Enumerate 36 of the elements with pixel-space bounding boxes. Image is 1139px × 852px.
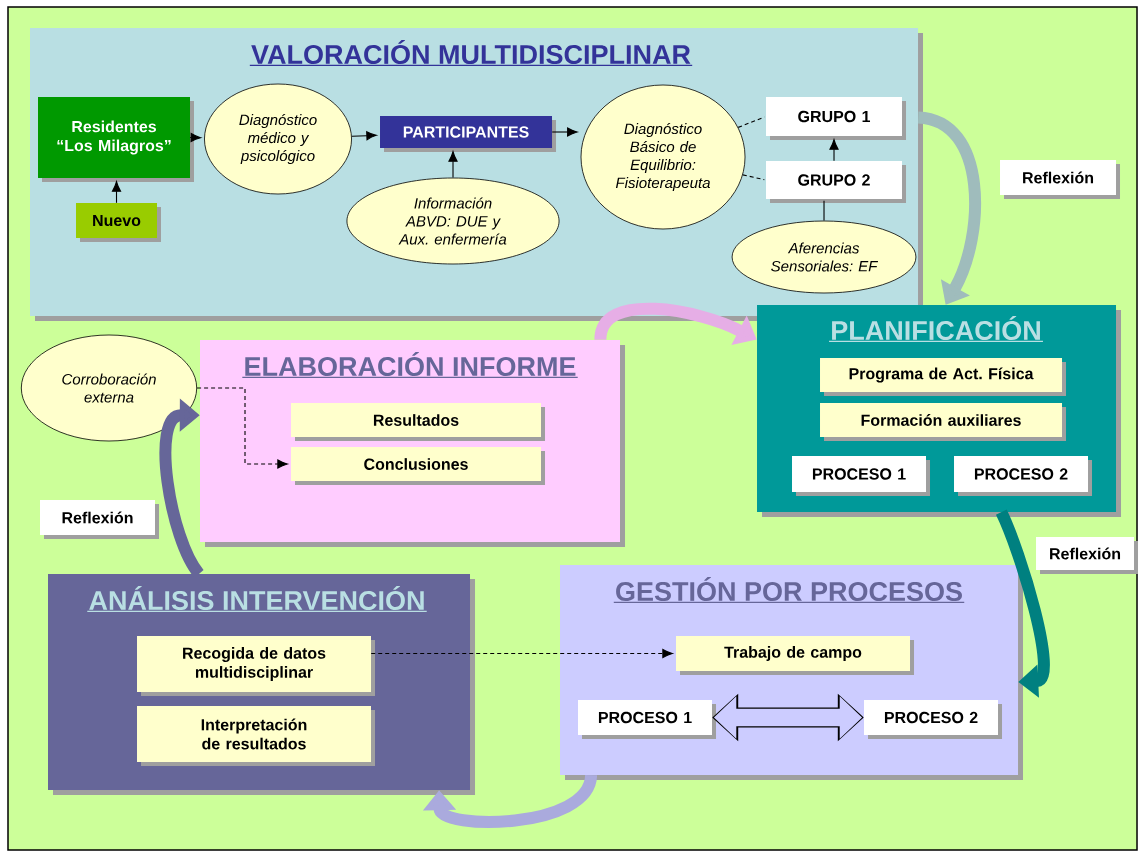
process-box: PROCESO 2 xyxy=(864,700,1002,739)
connector-line xyxy=(823,200,825,222)
label-box: Reflexión xyxy=(40,500,159,539)
arrow xyxy=(111,181,122,204)
dashed-arrow xyxy=(370,648,673,659)
dashed-line xyxy=(737,116,765,128)
process-box: Recogida de datos multidisciplinar xyxy=(137,636,375,696)
process-box: PROCESO 1 xyxy=(792,456,930,496)
process-box: Programa de Act. Física xyxy=(820,358,1066,396)
arrow xyxy=(189,133,202,143)
process-box: Residentes “Los Milagros” xyxy=(38,97,194,182)
process-box: Trabajo de campo xyxy=(676,636,914,675)
oval-bubble: Diagnóstico médico y psicológico xyxy=(204,83,352,195)
process-box: Conclusiones xyxy=(291,447,545,485)
label-box: Reflexión xyxy=(1000,160,1120,199)
process-box: Interpretación de resultados xyxy=(137,706,375,766)
dashed-arrow xyxy=(196,387,288,469)
oval-bubble: Corroboración externa xyxy=(20,334,198,442)
arrow xyxy=(551,127,578,137)
process-box: GRUPO 2 xyxy=(766,161,906,203)
process-box: PARTICIPANTES xyxy=(380,116,556,152)
arrow xyxy=(351,131,377,141)
process-box: Formación auxiliares xyxy=(820,403,1066,441)
oval-bubble: Aferencias Sensoriales: EF xyxy=(731,220,917,294)
oval-bubble: Diagnóstico Básico de Equilibrio: Fisioterapeuta xyxy=(580,84,746,230)
process-box: PROCESO 2 xyxy=(954,456,1092,496)
arrow xyxy=(829,139,839,162)
process-box: Resultados xyxy=(291,403,545,441)
arrow xyxy=(448,151,458,179)
label-box: Reflexión xyxy=(1036,537,1138,574)
process-box: Nuevo xyxy=(76,203,161,242)
dashed-line xyxy=(742,174,765,181)
process-box: PROCESO 1 xyxy=(578,700,716,739)
oval-bubble: Información ABVD: DUE y Aux. enfermería xyxy=(346,177,560,265)
curved-arrow xyxy=(995,509,1050,698)
process-box: GRUPO 1 xyxy=(766,97,906,140)
